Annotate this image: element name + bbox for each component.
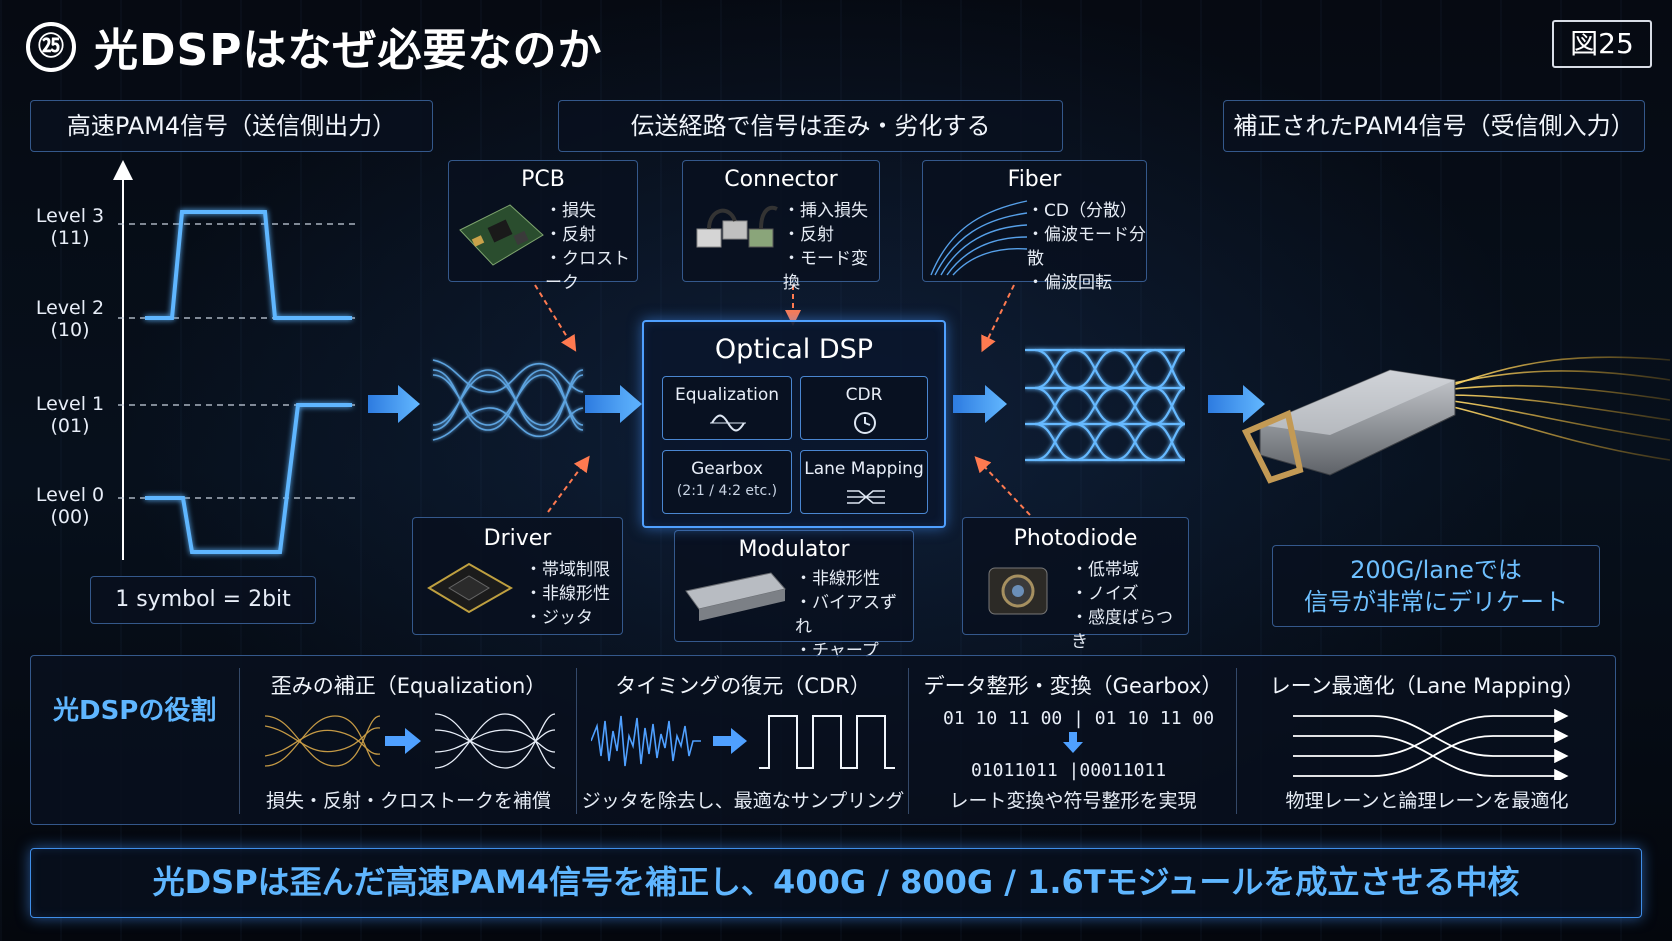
signal-upper-trace (145, 210, 352, 320)
fiber-icon (930, 200, 1028, 276)
optical-dsp-block: Optical DSP Equalization CDR Gearbox (2:… (642, 320, 946, 528)
clean-eye-diagram (1025, 348, 1185, 462)
driver-impairment-list: 帯域制限非線形性ジッタ (525, 558, 610, 630)
lane-mapping-graphic (1293, 708, 1569, 780)
photodiode-icon (988, 567, 1048, 615)
figure-label: 図25 (1552, 20, 1652, 68)
role-lane-description: 物理レーンと論理レーンを最適化 (1285, 790, 1569, 812)
modulator-title: Modulator (738, 537, 850, 562)
equalization-icon (710, 414, 746, 432)
pcb-impairment-list: 損失反射クロストーク (545, 199, 637, 295)
channel-section-header: 伝送経路で信号は歪み・劣化する (558, 100, 1063, 152)
symbol-note: 1 symbol = 2bit (90, 576, 316, 624)
cdr-jitter-to-clock-graphic (591, 715, 895, 769)
role-gearbox-description: レート変換や符号整形を実現 (949, 790, 1197, 812)
roles-label: 光DSPの役割 (53, 696, 217, 726)
equalization-block: Equalization (662, 376, 792, 440)
lane-cross-icon (847, 490, 885, 504)
modulator-impairment-list: 非線形性バイアスずれチャープ (795, 567, 913, 663)
role-eq-description: 損失・反射・クロストークを補償 (265, 790, 551, 812)
conclusion-banner: 光DSPは歪んだ高速PAM4信号を補正し、400G / 800G / 1.6Tモ… (30, 848, 1642, 918)
conclusion-text: 光DSPは歪んだ高速PAM4信号を補正し、400G / 800G / 1.6Tモ… (152, 863, 1520, 901)
driver-chip-icon (427, 562, 514, 614)
gearbox-output-bits: 01011011 |00011011 (971, 760, 1167, 781)
role-gearbox-heading: データ整形・変換（Gearbox） (923, 674, 1223, 698)
fiber-box: Fiber CD（分散）偏波モード分散偏波回転 (922, 160, 1147, 293)
connector-title: Connector (724, 167, 838, 192)
level-3-label: Level 3(11) (35, 205, 105, 249)
lane-mapping-block: Lane Mapping (800, 450, 928, 514)
section-number-badge: ㉕ (26, 22, 76, 72)
eq-before-after-graphic (265, 713, 555, 769)
pcb-title: PCB (521, 167, 565, 192)
photodiode-impairment-list: 低帯域ノイズ感度ばらつき (1071, 558, 1188, 654)
role-eq-heading: 歪みの補正（Equalization） (270, 674, 547, 698)
distorted-eye-diagram (432, 359, 584, 441)
photodiode-title: Photodiode (1013, 526, 1138, 551)
delicate-signal-callout: 200G/laneでは 信号が非常にデリケート (1272, 545, 1600, 627)
gearbox-down-arrow (1063, 732, 1083, 753)
role-cdr-description: ジッタを除去し、最適なサンプリング (581, 790, 905, 812)
modulator-icon (685, 572, 786, 621)
pcb-box: PCB 損失反射クロストーク (448, 160, 638, 293)
driver-title: Driver (483, 526, 552, 551)
transceiver-module-icon (1241, 356, 1671, 484)
level-0-label: Level 0(00) (35, 484, 105, 528)
role-lane-heading: レーン最適化（Lane Mapping） (1269, 674, 1585, 698)
dsp-title: Optical DSP (714, 334, 874, 365)
dsp-roles-panel: 光DSPの役割 歪みの補正（Equalization） 損失・反射・クロストーク… (30, 655, 1616, 825)
driver-box: Driver 帯域制限非線形性ジッタ (412, 517, 623, 635)
role-cdr-heading: タイミングの復元（CDR） (615, 674, 871, 698)
clock-icon (854, 412, 876, 434)
tx-section-header: 高速PAM4信号（送信側出力） (30, 100, 433, 152)
signal-lower-trace (145, 403, 352, 554)
level-1-label: Level 1(01) (35, 393, 105, 437)
level-2-label: Level 2(10) (35, 297, 105, 341)
cdr-block: CDR (800, 376, 928, 440)
page-title: 光DSPはなぜ必要なのか (94, 25, 603, 76)
fiber-impairment-list: CD（分散）偏波モード分散偏波回転 (1027, 199, 1146, 295)
chip-board-icon (459, 204, 544, 266)
connector-icon (696, 205, 778, 248)
photodiode-box: Photodiode 低帯域ノイズ感度ばらつき (962, 517, 1189, 652)
fiber-title: Fiber (1007, 167, 1062, 192)
connector-impairment-list: 挿入損失反射モード変換 (783, 199, 879, 295)
pam4-tx-waveform (113, 160, 355, 560)
modulator-box: Modulator 非線形性バイアスずれチャープ (674, 530, 914, 661)
gearbox-block: Gearbox (2:1 / 4:2 etc.) (662, 450, 792, 514)
gearbox-input-bits: 01 10 11 00 | 01 10 11 00 (943, 708, 1215, 729)
rx-section-header: 補正されたPAM4信号（受信側入力） (1223, 100, 1645, 152)
connector-box: Connector 挿入損失反射モード変換 (682, 160, 880, 293)
